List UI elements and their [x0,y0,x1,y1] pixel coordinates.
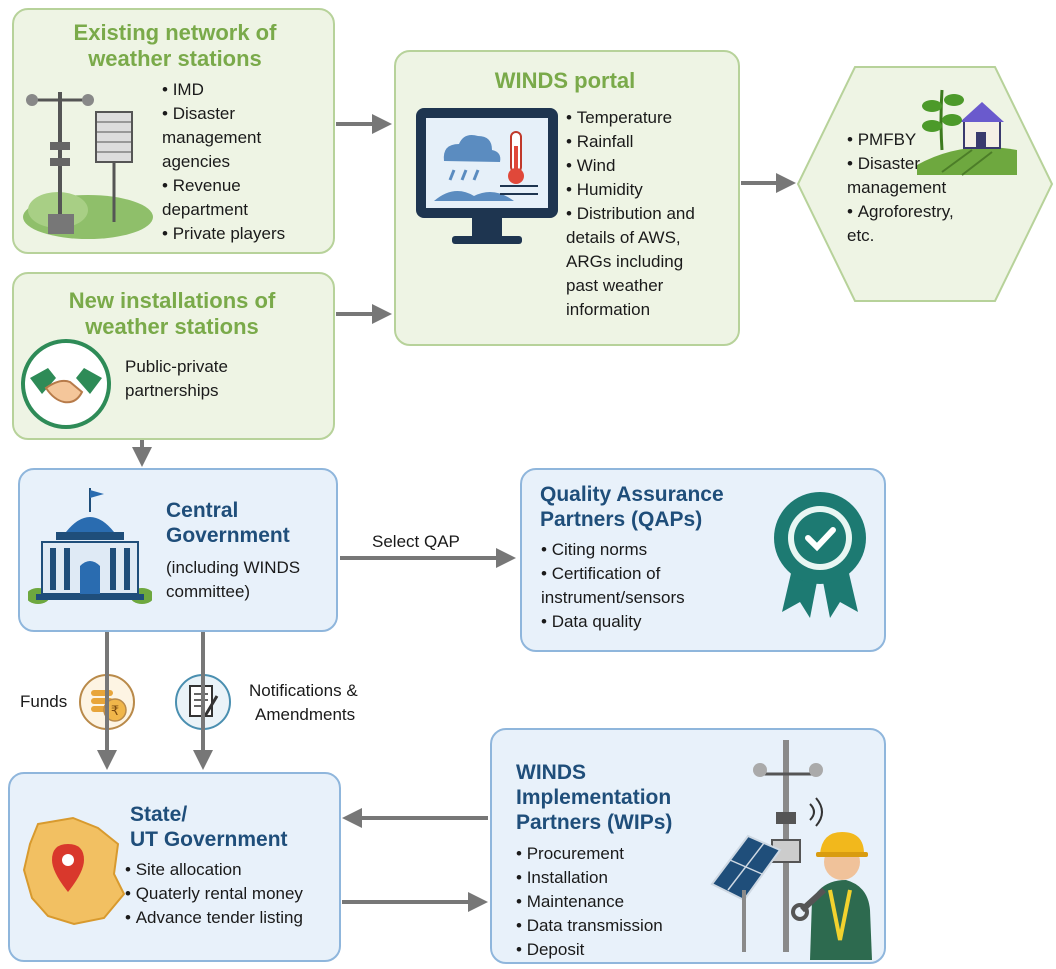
notifications-line2: Amendments [255,705,356,724]
new-title-line1: New installations of [68,288,276,313]
list-item-cont: instrument/sensors [541,588,685,607]
list-item: Quaterly rental money [125,882,303,906]
list-item-cont: information [566,300,651,319]
existing-list: IMD Disaster [162,78,235,126]
qap-list-2: Data quality [541,610,642,634]
list-item-cont: management [847,178,947,197]
central-title-line2: Government [166,524,290,547]
list-item: Certification of [541,562,661,586]
existing-cont: management agencies [162,126,261,174]
list-item: Temperature [566,106,695,130]
list-item-cont: department [162,200,248,219]
ppp-line2: partnerships [125,381,219,400]
list-item: Data transmission [516,914,663,938]
list-item-cont: details of AWS, [566,228,681,247]
list-item: Agroforestry, [847,200,954,224]
list-item: Advance tender listing [125,906,303,930]
handshake-icon [21,339,111,429]
new-installations-text: Public-private partnerships [125,355,228,403]
central-title-line1: Central [166,499,239,522]
qap-title-line2: Partners (QAPs) [540,508,703,531]
list-item: Disaster [162,102,235,126]
wip-title-line2: Implementation [516,786,672,809]
list-item: Disaster [847,152,920,176]
list-item: Procurement [516,842,663,866]
new-title-line2: weather stations [85,314,259,339]
monitor-icon [416,108,558,244]
svg-text:₹: ₹ [111,704,119,719]
list-item: Site allocation [125,858,303,882]
central-subtitle: (including WINDS committee) [166,556,300,604]
state-title-line2: UT Government [130,828,288,851]
wip-title-line3: Partners (WIPs) [516,811,673,834]
wip-list: Procurement Installation Maintenance Dat… [516,842,663,962]
technician-solar-station-icon [710,740,872,960]
list-item-cont: past weather [566,276,664,295]
new-installations-title: New installations of weather stations [22,288,322,340]
farm-house-icon [917,89,1017,176]
ppp-line1: Public-private [125,357,228,376]
state-ut-title: State/ UT Government [130,802,288,852]
existing-list-2: Revenue [162,174,241,198]
list-item: Revenue [162,174,241,198]
list-item-cont: agencies [162,152,231,171]
winds-portal-cont: details of AWS, ARGs including past weat… [566,226,683,322]
state-title-line1: State/ [130,803,188,826]
state-ut-list: Site allocation Quaterly rental money Ad… [125,858,303,930]
uses-list: PMFBY Disaster [847,128,920,176]
winds-portal-list: Temperature Rainfall Wind Humidity Distr… [566,106,695,226]
existing-list-3: Private players [162,222,285,246]
winds-portal-title: WINDS portal [494,68,636,93]
notifications-line1: Notifications & [249,681,358,700]
uses-list-2: Agroforestry, [847,200,954,224]
existing-title-line1: Existing network of [73,20,277,45]
list-item: IMD [162,78,235,102]
list-item: Private players [162,222,285,246]
wip-title-line1: WINDS [516,761,586,784]
list-item: Humidity [566,178,695,202]
existing-title-line2: weather stations [88,46,262,71]
qap-title-line1: Quality Assurance [540,483,724,506]
select-qap-label: Select QAP [372,532,460,551]
government-building-icon [28,488,152,604]
qap-title: Quality Assurance Partners (QAPs) [540,482,724,532]
list-item: Wind [566,154,695,178]
list-item: Deposit [516,938,663,962]
list-item: Maintenance [516,890,663,914]
list-item-cont: ARGs including [566,252,684,271]
list-item: PMFBY [847,128,920,152]
list-item-cont: management [162,128,262,147]
central-sub-line1: (including WINDS [166,558,301,577]
list-item: Installation [516,866,663,890]
list-item-cont: etc. [847,226,875,245]
central-government-title: Central Government [166,498,290,548]
funds-label: Funds [20,692,68,711]
certified-badge-icon [774,492,866,618]
wip-title: WINDS Implementation Partners (WIPs) [516,760,672,835]
list-item: Rainfall [566,130,695,154]
map-pin-icon [22,816,126,926]
central-sub-line2: committee) [166,582,251,601]
existing-network-title: Existing network of weather stations [30,20,320,72]
list-item: Data quality [541,610,642,634]
list-item: Distribution and [566,202,695,226]
weather-station-icon [23,92,153,239]
notifications-label: Notifications & Amendments [249,679,358,727]
qap-list: Citing norms Certification of [541,538,661,586]
list-item: Citing norms [541,538,660,562]
